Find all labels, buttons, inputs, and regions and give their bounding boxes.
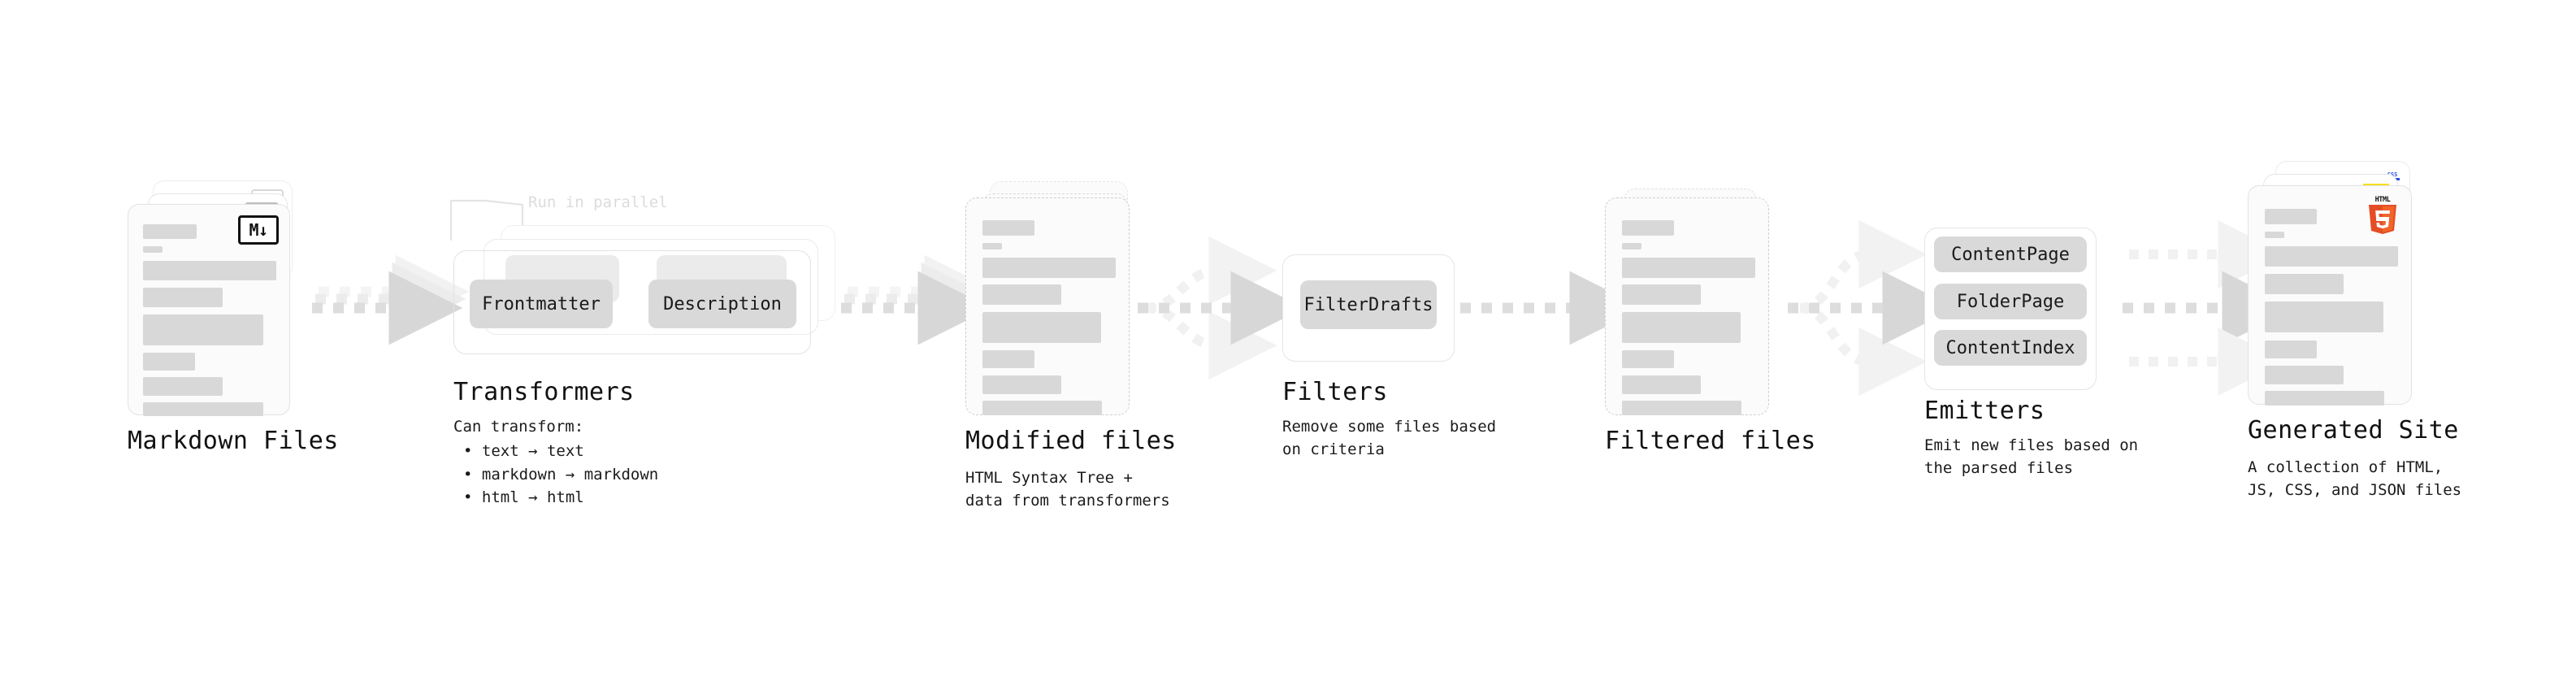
transformer-group-front[interactable] (453, 250, 811, 354)
skeleton-line (143, 402, 263, 416)
skeleton-line (982, 401, 1102, 415)
list-item: • markdown → markdown (463, 465, 659, 484)
stage-title: Filtered files (1605, 427, 1816, 455)
connector-modified-to-filters (1138, 236, 1305, 380)
stage-title: Emitters (1924, 397, 2045, 425)
skeleton-line (2265, 391, 2384, 406)
skeleton-line (982, 375, 1061, 394)
connector-emitters-to-site (2123, 220, 2296, 396)
connector-transformers-to-modified (841, 254, 999, 345)
skeleton-line (143, 314, 263, 345)
stage-subtitle: A collection of HTML, JS, CSS, and JSON … (2248, 458, 2462, 499)
skeleton-line (982, 350, 1034, 368)
skeleton-line (2265, 274, 2344, 294)
skeleton-line (143, 288, 223, 307)
skeleton-line (982, 220, 1034, 236)
site-card-front[interactable]: HTML (2248, 185, 2412, 406)
svg-text:HTML: HTML (2375, 196, 2391, 204)
skeleton-line (982, 312, 1101, 343)
skeleton-line (2265, 246, 2398, 267)
skeleton-line (982, 258, 1116, 278)
stage-title: Generated Site (2248, 416, 2459, 445)
stage-title: Modified files (965, 427, 1177, 455)
emitter-pill-contentpage[interactable]: ContentPage (1934, 236, 2087, 272)
stage-subtitle: Can transform: (453, 418, 584, 436)
skeleton-line (143, 246, 163, 253)
skeleton-line (1622, 284, 1701, 305)
connector-markdown-to-transformers (312, 254, 470, 345)
connector-filtered-to-emitters (1788, 220, 1957, 396)
stage-title: Transformers (453, 378, 635, 406)
transformer-pill-description[interactable]: Description (648, 280, 796, 328)
run-in-parallel-label: Run in parallel (528, 193, 668, 211)
markdown-card-front[interactable]: M↓ (128, 204, 290, 416)
stage-title: Filters (1282, 378, 1388, 406)
transformer-pill-frontmatter[interactable]: Frontmatter (470, 280, 613, 328)
filtered-card-front[interactable] (1605, 197, 1769, 415)
transform-bullet-list: • text → text • markdown → markdown • ht… (463, 440, 658, 510)
skeleton-line (143, 261, 276, 280)
stage-title: Markdown Files (128, 427, 339, 455)
skeleton-line (1622, 243, 1641, 249)
skeleton-line (2265, 340, 2317, 358)
skeleton-line (1622, 258, 1755, 278)
stage-subtitle: HTML Syntax Tree + data from transformer… (965, 469, 1170, 510)
skeleton-line (2265, 232, 2284, 238)
skeleton-line (2265, 301, 2383, 332)
filter-pill-filterdrafts[interactable]: FilterDrafts (1300, 280, 1437, 329)
skeleton-line (982, 243, 1002, 249)
skeleton-line (1622, 375, 1701, 394)
skeleton-line (1622, 350, 1674, 368)
skeleton-line (143, 224, 197, 239)
markdown-badge-icon: M↓ (238, 215, 279, 245)
skeleton-line (143, 353, 195, 371)
skeleton-line (1622, 312, 1741, 343)
modified-card-front[interactable] (965, 197, 1130, 415)
skeleton-line (982, 284, 1061, 305)
skeleton-line (1622, 401, 1741, 415)
skeleton-line (1622, 220, 1674, 236)
stage-subtitle: Emit new files based on the parsed files (1924, 436, 2139, 477)
emitter-pill-folderpage[interactable]: FolderPage (1934, 284, 2087, 319)
html5-icon: HTML (2369, 196, 2396, 234)
skeleton-line (143, 377, 223, 396)
emitter-pill-contentindex[interactable]: ContentIndex (1934, 330, 2087, 366)
list-item: • text → text (463, 442, 584, 460)
stage-subtitle: Remove some files based on criteria (1282, 418, 1497, 458)
skeleton-line (2265, 209, 2317, 224)
skeleton-line (2265, 366, 2344, 384)
list-item: • html → html (463, 488, 584, 506)
